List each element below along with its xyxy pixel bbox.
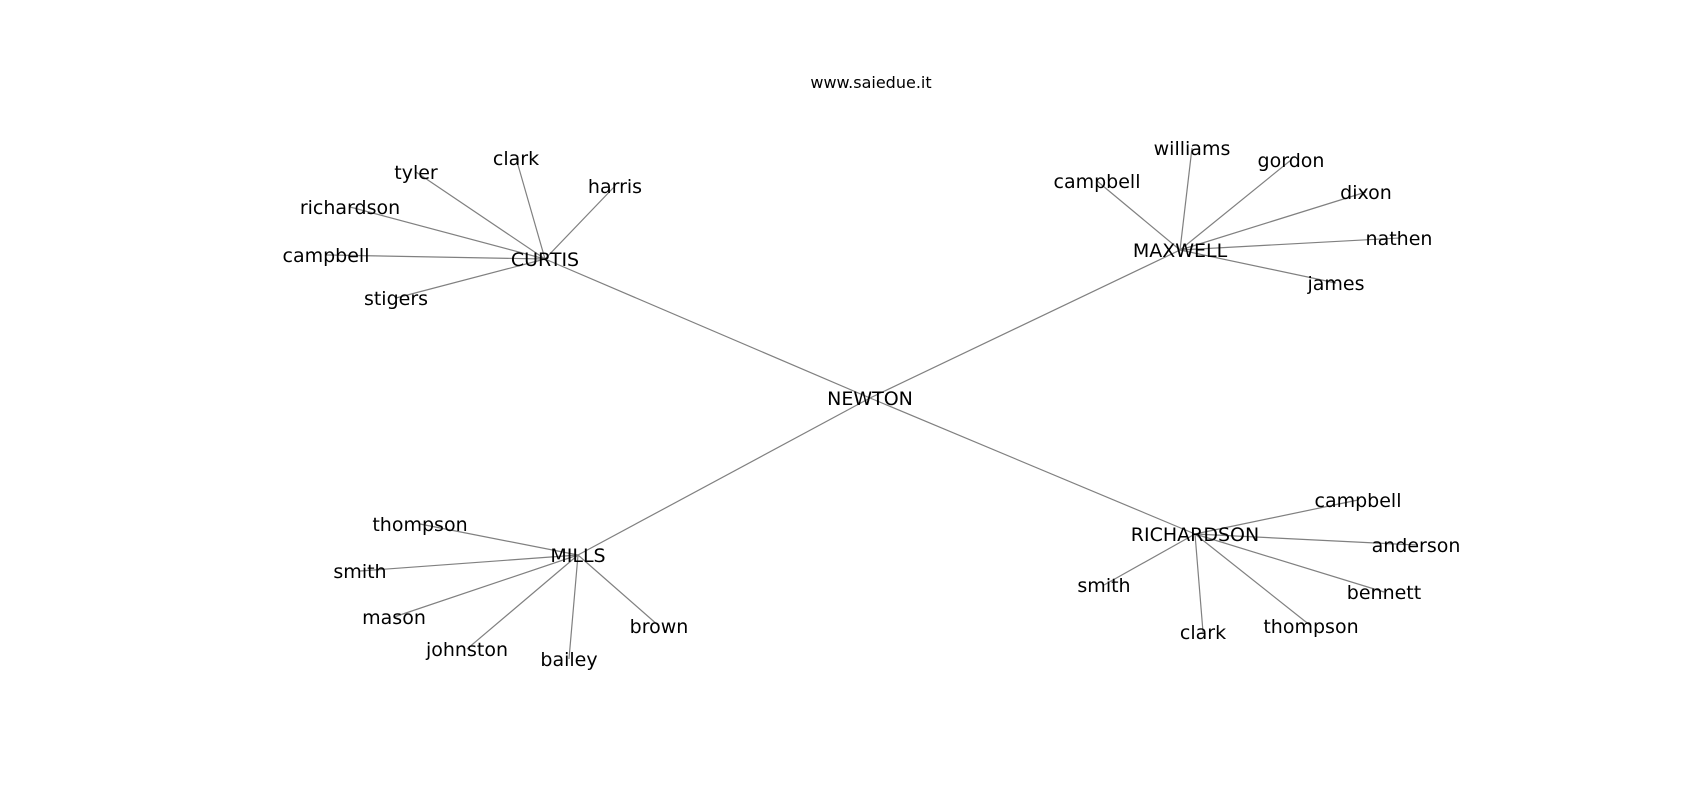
group-node-label: RICHARDSON (1131, 524, 1259, 546)
edge-group-to-child (1194, 533, 1312, 627)
edge-group-to-child (568, 554, 579, 660)
edge-group-to-child (1179, 159, 1292, 251)
edge-root-to-group (869, 397, 1196, 535)
edge-group-to-child (1103, 533, 1196, 586)
edge-group-to-child (515, 157, 546, 260)
edge-root-to-group (544, 258, 871, 399)
edge-group-to-child (349, 206, 546, 260)
edge-group-to-child (466, 554, 579, 650)
edge-root-to-group (869, 249, 1181, 399)
edge-group-to-child (1096, 180, 1181, 251)
child-node-label: smith (1077, 575, 1130, 597)
child-node-label: anderson (1372, 535, 1461, 557)
child-node-label: gordon (1258, 150, 1325, 172)
child-node-label: johnston (425, 639, 508, 661)
edge-group-to-child (1179, 147, 1193, 251)
edge-group-to-child (1179, 237, 1400, 251)
edge-group-to-child (1194, 533, 1204, 633)
edge-group-to-child (415, 171, 546, 260)
child-node-label: clark (1180, 622, 1226, 644)
child-node-label: stigers (364, 288, 428, 310)
child-node-label: tyler (394, 162, 438, 184)
child-node-label: clark (493, 148, 539, 170)
child-node-label: bailey (540, 649, 597, 671)
child-node-label: nathen (1366, 228, 1433, 250)
child-node-label: campbell (1054, 171, 1141, 193)
watermark-text: www.saiedue.it (810, 73, 931, 92)
edge-group-to-child (395, 258, 546, 299)
group-node-label: MAXWELL (1133, 240, 1228, 262)
child-node-label: smith (333, 561, 386, 583)
edge-root-to-group (577, 397, 871, 556)
edge-group-to-child (1179, 191, 1367, 251)
child-node-label: dixon (1340, 182, 1392, 204)
child-node-label: campbell (283, 245, 370, 267)
child-node-label: brown (630, 616, 689, 638)
edges-layer (325, 147, 1417, 660)
child-node-label: bennett (1347, 582, 1421, 604)
edge-group-to-child (1194, 533, 1417, 546)
edge-group-to-child (1179, 249, 1337, 284)
labels-layer: NEWTON CURTIS tyler clark harris richardson ca… (283, 138, 1461, 671)
edge-group-to-child (393, 554, 579, 618)
edge-group-to-child (1194, 533, 1385, 593)
edge-group-to-child (577, 554, 660, 627)
group-node-label: MILLS (550, 545, 605, 567)
edge-group-to-child (359, 554, 579, 572)
child-node-label: thompson (372, 514, 467, 536)
child-node-label: richardson (300, 197, 400, 219)
child-node-label: harris (588, 176, 642, 198)
child-node-label: thompson (1263, 616, 1358, 638)
child-node-label: james (1306, 273, 1364, 295)
group-node-label: CURTIS (511, 249, 579, 271)
edge-group-to-child (325, 254, 546, 260)
edge-group-to-child (419, 523, 579, 556)
root-node-label: NEWTON (827, 388, 913, 410)
edge-group-to-child (544, 185, 616, 260)
child-node-label: williams (1154, 138, 1231, 160)
edge-group-to-child (1194, 499, 1359, 535)
child-node-label: campbell (1315, 490, 1402, 512)
child-node-label: mason (362, 607, 426, 629)
